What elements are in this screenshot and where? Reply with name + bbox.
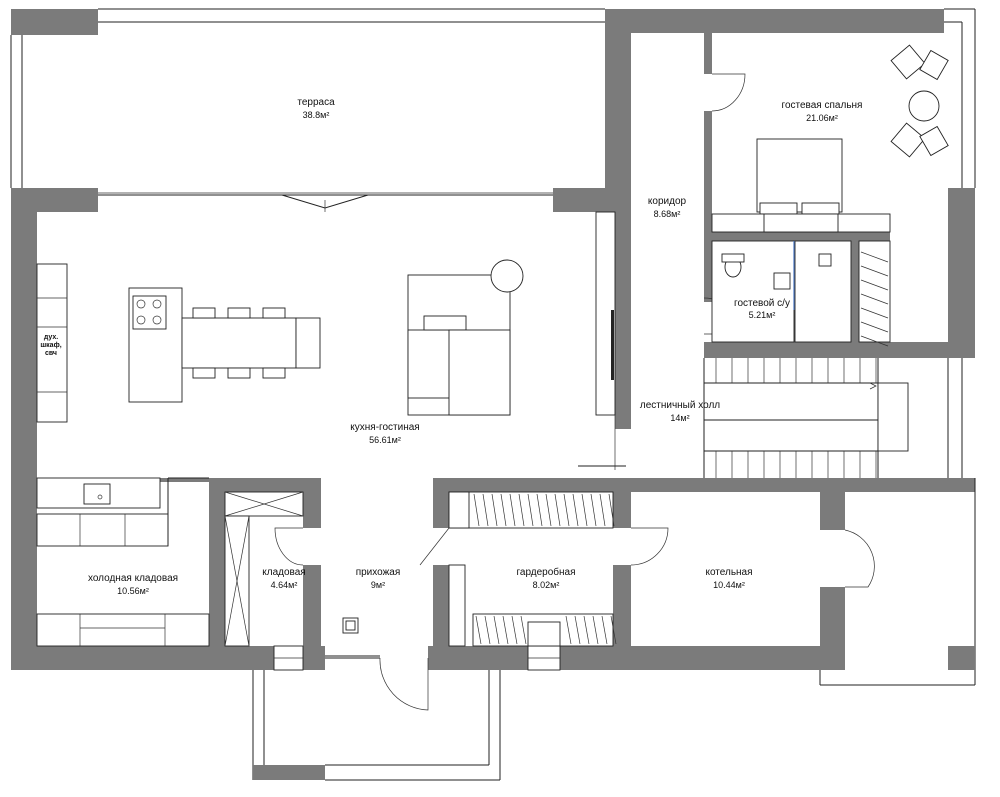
hanger: [502, 615, 509, 645]
hanger: [509, 493, 516, 527]
hanger: [536, 493, 543, 527]
hanger: [590, 493, 597, 527]
hanger: [563, 493, 570, 527]
entrance-hall-name: прихожая: [356, 567, 401, 578]
kitchen-cabinets: дух. шкаф, свч: [36, 263, 68, 423]
hanger: [491, 493, 498, 527]
boiler-room-area: 10.44м²: [713, 580, 745, 590]
storage-name: кладовая: [262, 567, 305, 578]
hanger: [500, 493, 507, 527]
cold-pantry-name: холодная кладовая: [88, 573, 178, 584]
hanger: [475, 615, 482, 645]
stair-hall-name: лестничный холл: [640, 400, 720, 411]
armchairs: [890, 44, 949, 158]
stair-hall-area: 14м²: [670, 413, 689, 423]
guest-wc-name: гостевой с/у: [734, 298, 790, 309]
hanger: [592, 615, 599, 645]
hanger: [610, 615, 617, 645]
hanger: [572, 493, 579, 527]
hanger: [565, 615, 572, 645]
terrace-name: терраса: [297, 97, 335, 108]
hanger: [583, 615, 590, 645]
shelf-line: [860, 251, 889, 263]
hanger: [574, 615, 581, 645]
cold-pantry-area: 10.56м²: [117, 586, 149, 596]
kitchen-island: [128, 287, 321, 403]
kitchen-living-name: кухня-гостиная: [350, 422, 419, 433]
hanger: [527, 493, 534, 527]
stair-partition: [578, 211, 626, 470]
corridor-name: коридор: [648, 196, 687, 207]
walls: [10, 8, 976, 781]
doors: [274, 73, 875, 711]
cabinet-label-line3: свч: [45, 350, 57, 357]
guest-bedroom-area: 21.06м²: [806, 113, 838, 123]
hanger: [518, 493, 525, 527]
terrace-area: 38.8м²: [303, 110, 330, 120]
corridor-area: 8.68м²: [654, 209, 681, 219]
sofa: [407, 259, 524, 416]
entrance-hall-area: 9м²: [371, 580, 385, 590]
shelf-line: [860, 335, 889, 347]
cabinet-label-line2: шкаф,: [40, 342, 61, 349]
bed: [711, 138, 891, 233]
shelf-line: [860, 265, 889, 277]
hanger: [554, 493, 561, 527]
wardrobe-name: гардеробная: [516, 566, 575, 578]
terrace-doors: [98, 192, 553, 212]
hanger: [608, 493, 615, 527]
guest-wc-area: 5.21м²: [749, 310, 776, 320]
storage-shelves: [224, 491, 304, 647]
hanger: [482, 493, 489, 527]
hanger: [473, 493, 480, 527]
hanger: [484, 615, 491, 645]
hanger: [511, 615, 518, 645]
storage-area: 4.64м²: [271, 580, 298, 590]
boiler-room-name: котельная: [705, 567, 752, 578]
hanger: [493, 615, 500, 645]
staircase: [703, 358, 909, 478]
shelf-line: [860, 293, 889, 305]
pantry-shelves: [36, 477, 210, 647]
shelf-line: [860, 307, 889, 319]
hanger: [601, 615, 608, 645]
shelf-line: [860, 279, 889, 291]
wardrobe-area: 8.02м²: [533, 580, 560, 590]
cabinet-label-line1: дух.: [44, 334, 58, 341]
hanger: [545, 493, 552, 527]
hanger: [599, 493, 606, 527]
wardrobe-rails: [448, 491, 617, 647]
shelf-line: [860, 321, 889, 333]
room-labels: терраса 38.8м² коридор 8.68м² гостевая с…: [88, 97, 863, 596]
guest-bedroom-name: гостевая спальня: [782, 100, 863, 111]
bathroom-fixtures: [711, 240, 891, 347]
kitchen-living-area: 56.61м²: [369, 435, 401, 445]
hanger: [520, 615, 527, 645]
hanger: [581, 493, 588, 527]
entrance-items: [342, 617, 359, 634]
